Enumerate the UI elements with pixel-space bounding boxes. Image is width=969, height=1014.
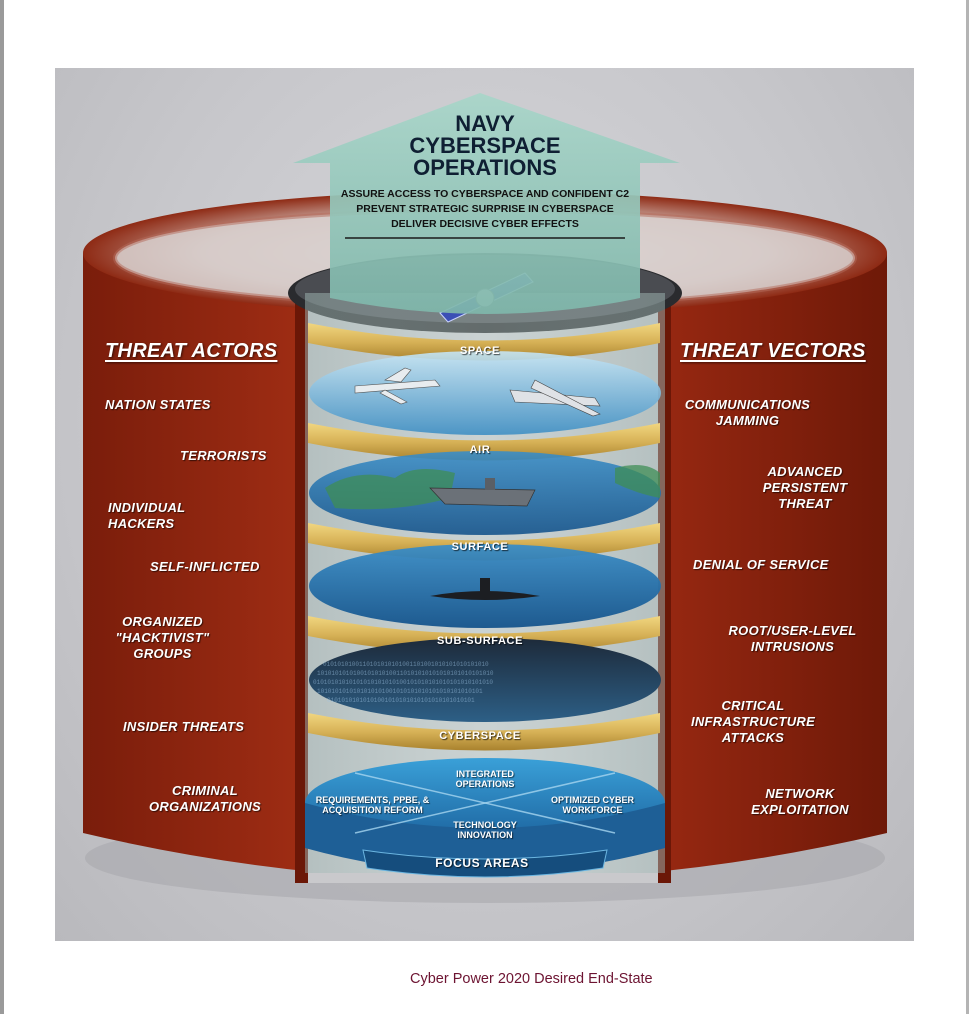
- domain-sub-surface-label: SUB-SURFACE: [436, 635, 524, 647]
- vector-communications-jamming: COMMUNICATIONS JAMMING: [684, 397, 811, 428]
- arrow-title-operations: OPERATIONS: [413, 155, 557, 180]
- domain-cyberspace-label: CYBERSPACE: [439, 730, 521, 742]
- focus-integrated-operations: INTEGRATED OPERATIONS: [455, 769, 515, 789]
- vector-root-user-intrusions: ROOT/USER-LEVEL INTRUSIONS: [728, 623, 857, 654]
- actor-insider-threats: INSIDER THREATS: [123, 719, 245, 734]
- focus-technology-innovation: TECHNOLOGY INNOVATION: [453, 820, 517, 840]
- arrow-title-navy: NAVY: [455, 111, 515, 136]
- svg-text:101010101010010101010011010101: 1010101010100101010100110101010101010101…: [317, 670, 494, 677]
- svg-text:101010101010101010100101010101: 1010101010101010101001010101010101010101…: [317, 688, 483, 695]
- actor-terrorists: TERRORISTS: [180, 448, 267, 463]
- cyber-power-diagram: 0101010100110101010101001101001010101010…: [55, 68, 914, 941]
- domain-air-label: AIR: [469, 444, 491, 456]
- threat-actors-heading: THREAT ACTORS: [105, 340, 278, 362]
- focus-requirements-ppbe: REQUIREMENTS, PPBE, & ACQUISITION REFORM: [315, 795, 430, 815]
- frame-left-border: [0, 0, 4, 1014]
- vector-critical-infrastructure-attacks: CRITICAL INFRASTRUCTURE ATTACKS: [690, 698, 816, 745]
- diagram-graphics: 0101010100110101010101001101001010101010…: [83, 93, 887, 903]
- arrow-title-cyberspace: CYBERSPACE: [409, 133, 561, 158]
- vector-network-exploitation: NETWORK EXPLOITATION: [751, 786, 849, 817]
- submarine-icon: [430, 578, 540, 600]
- goal-assure-access: ASSURE ACCESS TO CYBERSPACE AND CONFIDEN…: [340, 188, 630, 200]
- actor-individual-hackers: INDIVIDUAL HACKERS: [108, 500, 186, 531]
- actor-criminal-organizations: CRIMINAL ORGANIZATIONS: [149, 783, 261, 814]
- vector-advanced-persistent-threat: ADVANCED PERSISTENT THREAT: [762, 464, 848, 511]
- svg-text:010101010101010010101010101010: 0101010101010100101010101010101010101010…: [327, 697, 475, 704]
- focus-areas-label: FOCUS AREAS: [435, 856, 529, 870]
- actor-hacktivist-groups: ORGANIZED "HACKTIVIST" GROUPS: [115, 614, 210, 661]
- arrow-shape: [293, 93, 680, 314]
- goal-deliver-effects: DELIVER DECISIVE CYBER EFFECTS: [391, 218, 579, 230]
- aircraft-icon: [354, 367, 441, 405]
- aircraft-carrier-icon: [429, 478, 536, 507]
- focus-cyber-workforce: OPTIMIZED CYBER WORKFORCE: [550, 795, 634, 815]
- actor-nation-states: NATION STATES: [105, 397, 211, 412]
- frame-right-border: [966, 0, 969, 1014]
- svg-text:010101010101010101010101001010: 0101010101010101010101010010101010101010…: [313, 679, 493, 686]
- goal-prevent-surprise: PREVENT STRATEGIC SURPRISE IN CYBERSPACE: [356, 203, 614, 215]
- svg-text:010101010011010101010100110100: 0101010100110101010101001101001010101010…: [323, 661, 489, 668]
- domain-space-label: SPACE: [459, 345, 501, 357]
- figure-caption: Cyber Power 2020 Desired End-State: [410, 971, 653, 987]
- drone-icon: [509, 379, 601, 417]
- actor-self-inflicted: SELF-INFLICTED: [150, 559, 260, 574]
- vector-denial-of-service: DENIAL OF SERVICE: [693, 557, 829, 572]
- threat-vectors-heading: THREAT VECTORS: [680, 340, 866, 362]
- domain-surface-label: SURFACE: [451, 541, 509, 553]
